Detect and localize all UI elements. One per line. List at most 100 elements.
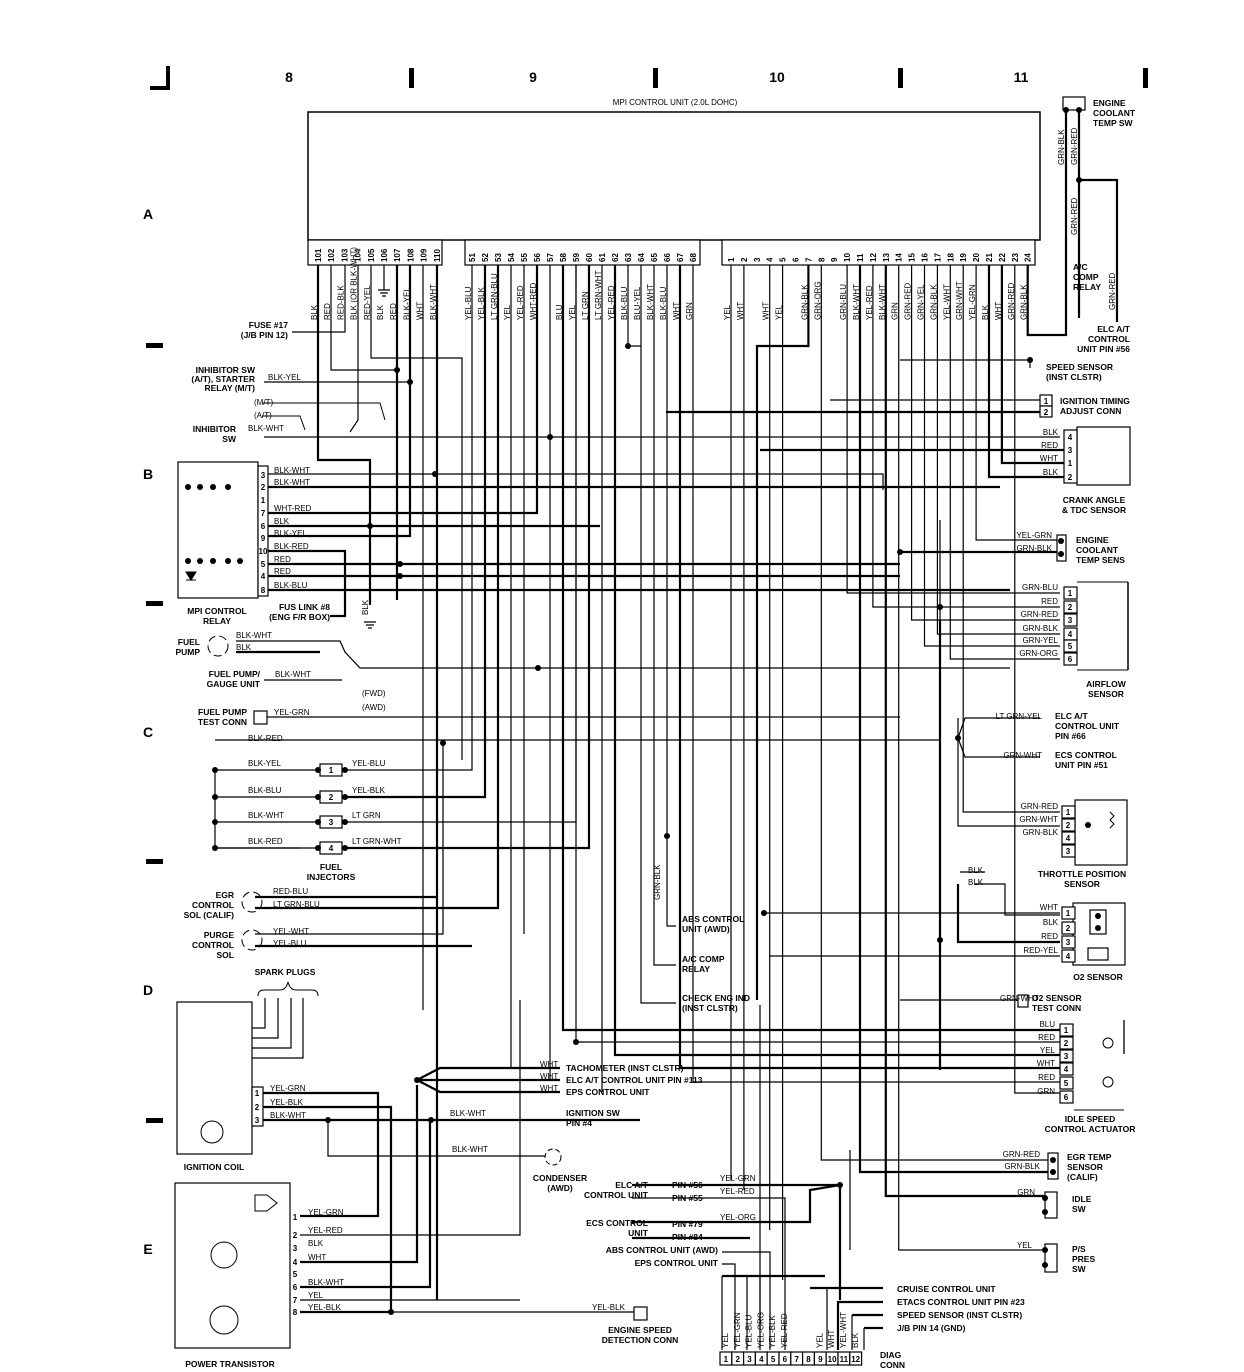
wire-color-label: YEL-BLU bbox=[352, 759, 386, 768]
timing-conn-label: ADJUST CONN bbox=[1060, 406, 1121, 416]
wire-color-label: YEL-BLK bbox=[592, 1303, 626, 1312]
splice-dot bbox=[573, 1039, 579, 1045]
wire-color-label: GRN-WHT bbox=[1000, 994, 1039, 1003]
wire bbox=[957, 717, 1040, 739]
tps-label: SENSOR bbox=[1064, 879, 1100, 889]
wire bbox=[236, 640, 1010, 669]
wire bbox=[292, 265, 346, 333]
power-transistor-label: POWER TRANSISTOR bbox=[185, 1359, 275, 1369]
corner-mark bbox=[150, 66, 170, 90]
fuel-injectors-label: INJECTORS bbox=[307, 872, 356, 882]
ecu-pin-number: 63 bbox=[624, 253, 633, 262]
fuel-pump-gauge-label: GAUGE UNIT bbox=[207, 679, 261, 689]
wire bbox=[987, 265, 1064, 479]
wire bbox=[255, 265, 500, 910]
airflow-pin-number: 6 bbox=[1068, 655, 1073, 664]
isc-label: CONTROL ACTUATOR bbox=[1045, 1124, 1136, 1134]
wire-color-label: BLK bbox=[968, 878, 984, 887]
wire-color-label: GRN bbox=[891, 302, 900, 320]
wire bbox=[956, 884, 1060, 944]
splice-dot bbox=[937, 937, 943, 943]
isc-pin-number: 3 bbox=[1064, 1052, 1069, 1061]
timing-pin-number: 1 bbox=[1044, 397, 1049, 406]
pin-strip bbox=[464, 239, 701, 266]
wire bbox=[1000, 265, 1064, 465]
ecu-pin-number: 6 bbox=[792, 257, 801, 262]
diode-icon bbox=[185, 571, 197, 581]
wire bbox=[345, 265, 473, 771]
splice-dot bbox=[225, 558, 231, 564]
spark-plugs-label: SPARK PLUGS bbox=[255, 967, 316, 977]
isc-connector-pin bbox=[1059, 1076, 1074, 1090]
wire bbox=[268, 473, 884, 490]
wire bbox=[846, 265, 1060, 594]
splice-dot bbox=[210, 558, 216, 564]
wire-color-label: BLK-RED bbox=[274, 542, 309, 551]
awd-label: (AWD) bbox=[362, 703, 386, 712]
wire-color-label: GRN bbox=[1037, 1087, 1055, 1096]
splice-dot bbox=[325, 1117, 331, 1123]
wire-color-label: LT GRN-WHT bbox=[594, 270, 603, 320]
wht-target-label: TACHOMETER (INST CLSTR) bbox=[566, 1063, 684, 1073]
isc-connector-pin bbox=[1059, 1062, 1074, 1076]
diag-target-label: J/B PIN 14 (GND) bbox=[897, 1323, 966, 1333]
splice-dot bbox=[761, 910, 767, 916]
injector-number: 4 bbox=[329, 844, 334, 853]
grid-row-label: E bbox=[143, 1241, 152, 1257]
or-gate-icon bbox=[254, 1194, 278, 1212]
wire bbox=[1079, 178, 1119, 322]
relay-connector bbox=[257, 465, 269, 597]
o2-heater-icon bbox=[1089, 909, 1107, 935]
idle-sw-connector bbox=[1044, 1191, 1058, 1219]
wire-color-label: BLU bbox=[1039, 1020, 1055, 1029]
tps-connector-pin bbox=[1061, 844, 1076, 858]
wire bbox=[975, 883, 1060, 916]
ground-icon bbox=[378, 289, 390, 297]
wire bbox=[416, 1079, 560, 1094]
ecu-pin-number: 110 bbox=[433, 249, 442, 262]
ecu-pin-number: 9 bbox=[830, 257, 839, 262]
wire-color-label: GRN-BLU bbox=[1022, 583, 1058, 592]
isc-coil-icon bbox=[1102, 1037, 1114, 1049]
pt-pin-number: 6 bbox=[293, 1283, 298, 1292]
wire-color-label: YEL bbox=[815, 1332, 824, 1348]
ecu-pin-number: 56 bbox=[533, 253, 542, 262]
wire bbox=[632, 1183, 842, 1300]
splice-dot bbox=[1042, 1195, 1048, 1201]
condenser-label: CONDENSER bbox=[533, 1173, 587, 1183]
ecu-pin-number: 51 bbox=[468, 253, 477, 262]
wire-color-label: YEL-BLU bbox=[464, 286, 473, 320]
wire-color-label: RED bbox=[389, 303, 398, 320]
wire-color-label: BLK-WHT bbox=[248, 424, 284, 433]
wire-color-label: BLK-WHT bbox=[852, 284, 861, 320]
wire-color-label: BLK bbox=[1043, 468, 1059, 477]
ecu-pin-number: 20 bbox=[972, 253, 981, 262]
airflow-pin-number: 5 bbox=[1068, 642, 1073, 651]
wire bbox=[1014, 265, 1060, 1094]
wire bbox=[330, 265, 397, 371]
airflow-sensor-label: AIRFLOW bbox=[1086, 679, 1127, 689]
wire-color-label: WHT bbox=[736, 302, 745, 320]
wire-color-label: YEL-GRN bbox=[308, 1208, 344, 1217]
coil-sensor-icon bbox=[200, 1120, 224, 1144]
idle-sw-label: SW bbox=[1072, 1204, 1087, 1214]
pin-strip bbox=[307, 239, 443, 266]
wire-color-label: YEL bbox=[1017, 1241, 1033, 1250]
diag-conn-cell bbox=[849, 1351, 863, 1366]
idle-sw-label: IDLE bbox=[1072, 1194, 1092, 1204]
wire-color-label: BLK bbox=[310, 304, 319, 320]
bracket bbox=[257, 981, 319, 997]
ps-pres-sw-label: PRES bbox=[1072, 1254, 1095, 1264]
fuel-pump-test-label: TEST CONN bbox=[198, 717, 247, 727]
diag-pin-number: 5 bbox=[771, 1355, 776, 1364]
splice-dot bbox=[315, 819, 321, 825]
o2-element-icon bbox=[1087, 947, 1109, 961]
wht-target-label: EPS CONTROL UNIT bbox=[566, 1087, 650, 1097]
grid-tick bbox=[653, 68, 658, 88]
wire bbox=[262, 402, 386, 421]
inhibitor-starter-label: (A/T), STARTER bbox=[191, 374, 255, 384]
splice-dot bbox=[315, 767, 321, 773]
wire-color-label: GRN-BLK bbox=[1022, 828, 1058, 837]
tps-connector-pin bbox=[1061, 818, 1076, 832]
